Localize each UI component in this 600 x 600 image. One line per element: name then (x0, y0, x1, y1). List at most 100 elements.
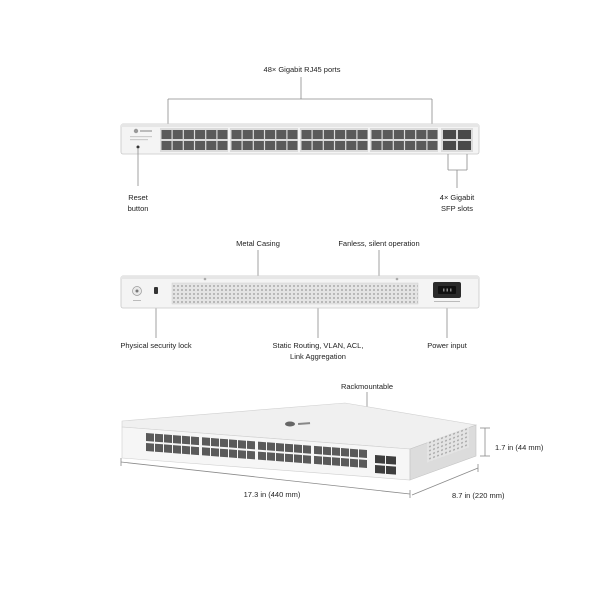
rj45-ports (160, 128, 438, 152)
rj45-port (301, 141, 312, 150)
ports-label: 48× Gigabit RJ45 ports (263, 65, 341, 74)
rj45-port (346, 130, 357, 139)
perspective-rj45-port (314, 455, 322, 465)
perspective-rj45-port (191, 446, 199, 456)
rear-switch (120, 275, 480, 309)
perspective-rj45-port (182, 445, 190, 455)
perspective-rj45-port (258, 451, 266, 461)
rj45-port (427, 130, 438, 139)
rj45-port (217, 130, 228, 139)
perspective-sfp-slots (375, 455, 396, 475)
rj45-port (405, 130, 416, 139)
perspective-rj45-port (229, 449, 237, 459)
rj45-port (382, 130, 393, 139)
vent-grille (171, 282, 419, 305)
perspective-rj45-port (267, 442, 275, 451)
perspective-rj45-port (294, 444, 302, 454)
reset-button (136, 145, 140, 149)
perspective-rj45-port (220, 448, 228, 458)
rj45-port (183, 141, 194, 150)
perspective-rj45-port (202, 447, 210, 456)
sfp-slots (441, 128, 473, 152)
perspective-rj45-port (267, 452, 275, 461)
perspective-rj45-port (332, 457, 340, 466)
reset-label-line1: Reset (128, 193, 148, 202)
perspective-rj45-port (341, 448, 349, 457)
width-label: 17.3 in (440 mm) (243, 490, 301, 499)
perspective-rj45-port (146, 443, 154, 452)
rj45-port (242, 141, 253, 150)
perspective-rj45-port (238, 450, 246, 459)
rj45-port (206, 130, 217, 139)
rj45-port (231, 130, 242, 139)
rj45-port (357, 130, 368, 139)
routing-label-line2: Link Aggregation (290, 352, 346, 361)
perspective-rj45-ports (146, 433, 367, 469)
rj45-port (312, 130, 323, 139)
casing-label: Metal Casing (236, 239, 280, 248)
perspective-rj45-port (247, 440, 255, 450)
perspective-rj45-port (276, 443, 284, 452)
rj45-port (206, 141, 217, 150)
perspective-rj45-port (211, 438, 219, 447)
rj45-port (265, 141, 276, 150)
perspective-rj45-port (229, 439, 237, 449)
rj45-port (253, 141, 264, 150)
rj45-port (276, 141, 287, 150)
perspective-rj45-port (173, 445, 181, 454)
rj45-port (242, 130, 253, 139)
perspective-rj45-port (155, 433, 163, 443)
perspective-sfp-slot (375, 455, 385, 464)
power-label: Power input (427, 341, 467, 350)
reset-label-line2: button (127, 204, 149, 213)
rj45-port (161, 141, 172, 150)
routing-label: Static Routing, VLAN, ACL, Link Aggregat… (248, 340, 388, 362)
perspective-rj45-port (350, 448, 358, 458)
perspective-rj45-port (314, 445, 322, 455)
fanless-label: Fanless, silent operation (338, 239, 420, 248)
security-lock-slot (154, 287, 158, 294)
rj45-port (217, 141, 228, 150)
rj45-port (393, 141, 404, 150)
rj45-port (265, 130, 276, 139)
perspective-rj45-port (359, 449, 367, 459)
perspective-rj45-port (146, 433, 154, 442)
perspective-rj45-port (191, 436, 199, 446)
perspective-rj45-port (164, 434, 172, 444)
perspective-rj45-port (323, 446, 331, 456)
rj45-port (312, 141, 323, 150)
rj45-port (287, 130, 298, 139)
perspective-rj45-port (220, 438, 228, 448)
rj45-port (231, 141, 242, 150)
routing-label-line1: Static Routing, VLAN, ACL, (272, 341, 364, 350)
sfp-slot (458, 141, 471, 150)
perspective-sfp-slot (375, 465, 385, 474)
perspective-rj45-port (258, 441, 266, 451)
rj45-port (301, 130, 312, 139)
reset-label: Reset button (108, 192, 168, 214)
ports-bracket (167, 77, 433, 124)
perspective-rj45-port (182, 435, 190, 445)
perspective-rj45-port (247, 450, 255, 460)
perspective-sfp-slot (386, 465, 396, 475)
rj45-port (405, 141, 416, 150)
rj45-port (346, 141, 357, 150)
rj45-port (335, 141, 346, 150)
perspective-rj45-port (350, 458, 358, 468)
perspective-rj45-port (303, 445, 311, 454)
sfp-label-line1: 4× Gigabit (439, 193, 475, 202)
sfp-label-line2: SFP slots (441, 204, 473, 213)
perspective-rj45-port (155, 443, 163, 453)
perspective-rj45-port (276, 453, 284, 462)
rj45-port (183, 130, 194, 139)
rj45-port (172, 141, 183, 150)
perspective-rj45-port (285, 453, 293, 463)
perspective-rj45-port (173, 435, 181, 444)
rack-label: Rackmountable (340, 382, 394, 391)
rj45-port (335, 130, 346, 139)
rj45-port (287, 141, 298, 150)
rj45-port (253, 130, 264, 139)
height-label: 1.7 in (44 mm) (495, 443, 544, 452)
front-switch (120, 123, 480, 155)
perspective-rj45-port (332, 447, 340, 456)
